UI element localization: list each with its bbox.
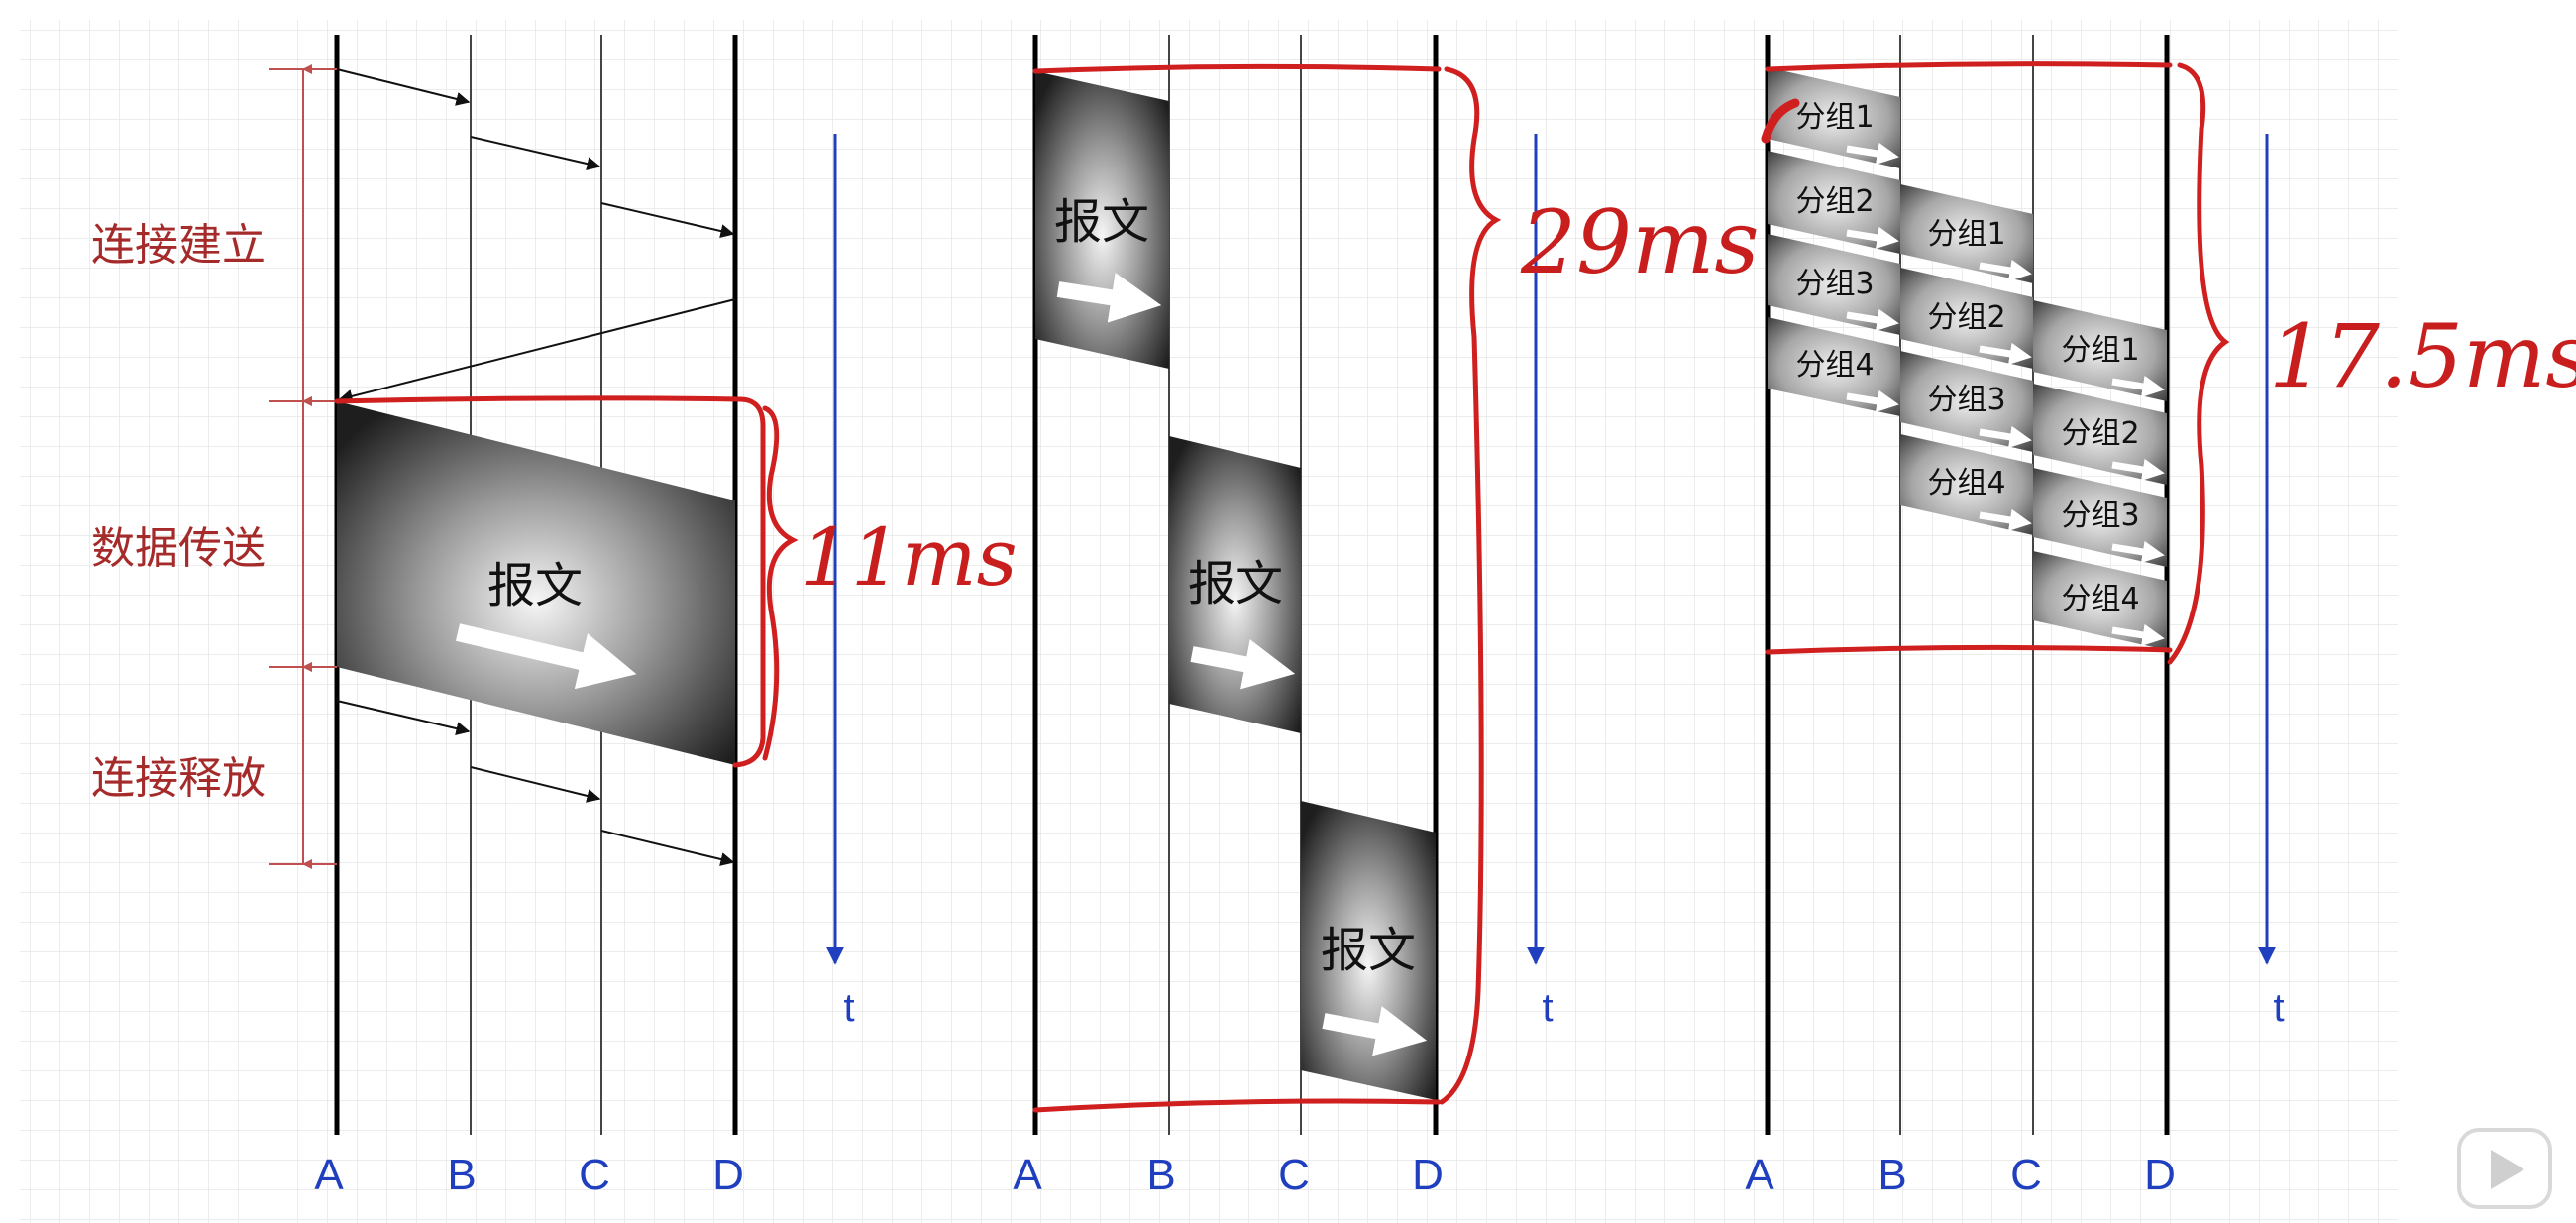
- annotation-outline-bottom: [1765, 644, 2173, 655]
- packet-label: 分组4: [1927, 466, 2005, 500]
- message-label-hop1: 报文: [1054, 194, 1149, 250]
- annotation-outline-bottom: [1032, 1098, 1442, 1113]
- packet-block: [2033, 468, 2167, 567]
- play-button[interactable]: [2457, 1128, 2552, 1209]
- setup-signals: [336, 68, 736, 403]
- node-label-B: B: [1146, 1151, 1175, 1199]
- packet-label: 分组3: [1927, 383, 2005, 417]
- message-label-hop3: 报文: [1321, 923, 1416, 978]
- annotation-value: 11ms: [801, 511, 1018, 604]
- annotation-brace: [762, 405, 799, 761]
- annotation-brace: [1439, 66, 1502, 1105]
- packet-arrow: [1846, 308, 1899, 331]
- message-arrow-hop1: [1056, 273, 1162, 323]
- packet-block: [2033, 384, 2167, 485]
- node-label-C: C: [579, 1151, 610, 1199]
- node-label-A: A: [1745, 1151, 1774, 1199]
- packet-arrow: [1979, 259, 2032, 281]
- annotation-outline: [334, 395, 766, 768]
- annotation-scribble: [1761, 98, 1800, 144]
- packet-block: [1768, 234, 1900, 335]
- annotation-outline-top: [1032, 63, 1442, 74]
- annotation-outline-top: [1765, 61, 2173, 72]
- packet-label: 分组4: [2061, 582, 2139, 616]
- packet-arrow: [1979, 342, 2032, 365]
- node-label-D: D: [712, 1151, 744, 1199]
- packet-label: 分组4: [1795, 348, 1874, 383]
- packet-label: 分组1: [2061, 333, 2139, 368]
- phase-label-transfer: 数据传送: [91, 523, 266, 574]
- packet-label: 分组1: [1927, 217, 2005, 252]
- time-label: t: [843, 986, 854, 1030]
- packet-block: [2033, 551, 2167, 650]
- node-label-A: A: [1013, 1151, 1042, 1199]
- annotation-value: 29ms: [1520, 191, 1760, 293]
- packet-block: [1900, 434, 2033, 535]
- release-signals: [336, 700, 735, 866]
- packet-arrow: [1846, 226, 1899, 249]
- packet-label: 分组3: [2061, 499, 2139, 533]
- annotation-value: 17.5ms: [2269, 305, 2576, 407]
- packet-label: 分组3: [1795, 267, 1874, 301]
- packet-arrow: [1846, 142, 1899, 165]
- packet-label: 分组1: [1795, 100, 1874, 135]
- phase-brackets: [269, 64, 337, 869]
- message-direction-arrow: [455, 623, 637, 690]
- phase-label-connect: 连接建立: [91, 220, 266, 271]
- packet-block: [1900, 351, 2033, 452]
- packet-arrow: [1846, 389, 1899, 412]
- node-label-D: D: [1412, 1151, 1444, 1199]
- packet-arrow: [2111, 458, 2165, 481]
- packet-arrow: [1979, 425, 2032, 448]
- time-label: t: [2273, 986, 2284, 1030]
- packet-block: [1768, 151, 1900, 254]
- node-label-C: C: [1278, 1151, 1310, 1199]
- circuit-switching-diagram: 连接建立 数据传送 连接释放 报文 t A B C D 11ms: [91, 35, 1018, 1199]
- message-arrow-hop2: [1190, 639, 1296, 690]
- phase-label-release: 连接释放: [91, 753, 266, 804]
- packet-switching-diagram: 分组1 分组2 分组3 分组4 分组1 分组2 分组3 分组4 分组1 分组2: [1745, 35, 2576, 1199]
- node-label-D: D: [2144, 1151, 2176, 1199]
- packet-label: 分组2: [2061, 416, 2139, 451]
- time-label: t: [1542, 986, 1553, 1030]
- message-arrow-hop3: [1322, 1006, 1428, 1056]
- packet-arrow: [2111, 375, 2165, 397]
- node-label-B: B: [447, 1151, 476, 1199]
- node-label-C: C: [2010, 1151, 2042, 1199]
- play-icon: [2491, 1150, 2524, 1189]
- packet-block: [1900, 268, 2033, 369]
- packet-arrow: [2111, 623, 2165, 646]
- packet-label: 分组2: [1795, 184, 1874, 219]
- packet-block: [1768, 317, 1900, 416]
- packet-block: [1900, 184, 2033, 283]
- message-label-hop2: 报文: [1188, 556, 1283, 612]
- node-label-A: A: [314, 1151, 344, 1199]
- message-switching-diagram: 报文 报文 报文 t A B C D 29ms: [1013, 35, 1760, 1199]
- packet-block: [1768, 67, 1900, 168]
- annotation-brace: [2167, 62, 2230, 665]
- packet-arrow: [2111, 540, 2165, 563]
- packet-label: 分组2: [1927, 300, 2005, 335]
- packet-arrow: [1979, 508, 2032, 531]
- message-label: 报文: [487, 558, 583, 613]
- packet-block: [2033, 300, 2167, 401]
- node-label-B: B: [1878, 1151, 1906, 1199]
